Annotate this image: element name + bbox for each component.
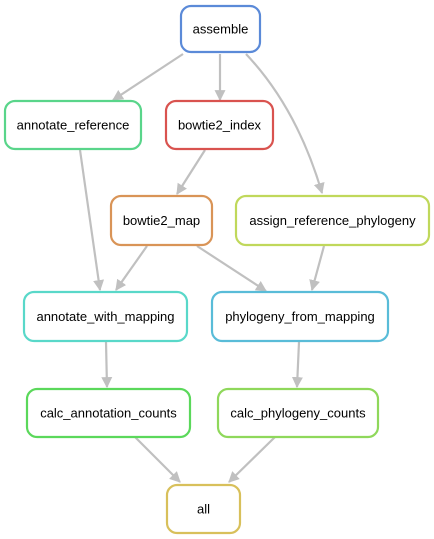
node-assemble-box	[179, 4, 262, 54]
node-bowtie2-index[interactable]: bowtie2_index	[164, 99, 275, 151]
edge-bowtie2_map-phylogeny_from_mapping	[196, 245, 267, 292]
edge-assemble-annotate_reference	[112, 53, 184, 101]
node-annotate-reference[interactable]: annotate_reference	[3, 99, 143, 151]
edges-layer	[78, 53, 326, 483]
edge-calc_annotation_counts-all	[134, 436, 181, 483]
node-assemble[interactable]: assemble	[179, 4, 262, 54]
edge-calc_phylogeny_counts-all	[228, 436, 276, 483]
node-bowtie2-map-box	[109, 194, 214, 247]
node-bowtie2-index-box	[164, 99, 275, 151]
node-calc-phylogeny-counts[interactable]: calc_phylogeny_counts	[216, 387, 380, 439]
node-annotate-reference-box	[3, 99, 143, 151]
node-phylogeny-from-mapping-label: phylogeny_from_mapping	[225, 309, 375, 324]
node-bowtie2-map-label: bowtie2_map	[123, 213, 200, 228]
node-all-box	[165, 483, 242, 535]
node-annotate-with-mapping-label: annotate_with_mapping	[36, 309, 174, 324]
node-assemble-label: assemble	[193, 22, 249, 37]
nodes-layer: assemble annotate_reference bowtie2_inde…	[3, 4, 431, 535]
edge-annotate_with_mapping-calc_annotation_counts	[101, 341, 113, 389]
node-annotate-with-mapping[interactable]: annotate_with_mapping	[22, 290, 189, 343]
edge-bowtie2_map-annotate_with_mapping	[115, 245, 148, 291]
node-calc-annotation-counts[interactable]: calc_annotation_counts	[25, 387, 192, 439]
node-annotate-reference-label: annotate_reference	[17, 118, 130, 133]
node-phylogeny-from-mapping[interactable]: phylogeny_from_mapping	[210, 290, 390, 343]
node-bowtie2-index-label: bowtie2_index	[178, 118, 262, 133]
edge-assemble-assign_reference_phylogeny	[245, 53, 325, 195]
node-assign-reference-phylogeny-box	[234, 194, 431, 247]
node-bowtie2-map[interactable]: bowtie2_map	[109, 194, 214, 247]
edge-assign_reference_phylogeny-phylogeny_from_mapping	[309, 245, 326, 292]
node-all-label: all	[197, 502, 210, 517]
edge-bowtie2_index-bowtie2_map	[176, 149, 206, 195]
node-annotate-with-mapping-box	[22, 290, 189, 343]
node-calc-phylogeny-counts-box	[216, 387, 380, 439]
node-calc-annotation-counts-label: calc_annotation_counts	[40, 406, 177, 421]
node-assign-reference-phylogeny[interactable]: assign_reference_phylogeny	[234, 194, 431, 247]
edge-annotate_reference-annotate_with_mapping	[78, 149, 105, 292]
node-assign-reference-phylogeny-label: assign_reference_phylogeny	[249, 213, 416, 228]
edge-phylogeny_from_mapping-calc_phylogeny_counts	[291, 341, 303, 389]
node-calc-annotation-counts-box	[25, 387, 192, 439]
node-phylogeny-from-mapping-box	[210, 290, 390, 343]
node-calc-phylogeny-counts-label: calc_phylogeny_counts	[230, 406, 366, 421]
node-all[interactable]: all	[165, 483, 242, 535]
